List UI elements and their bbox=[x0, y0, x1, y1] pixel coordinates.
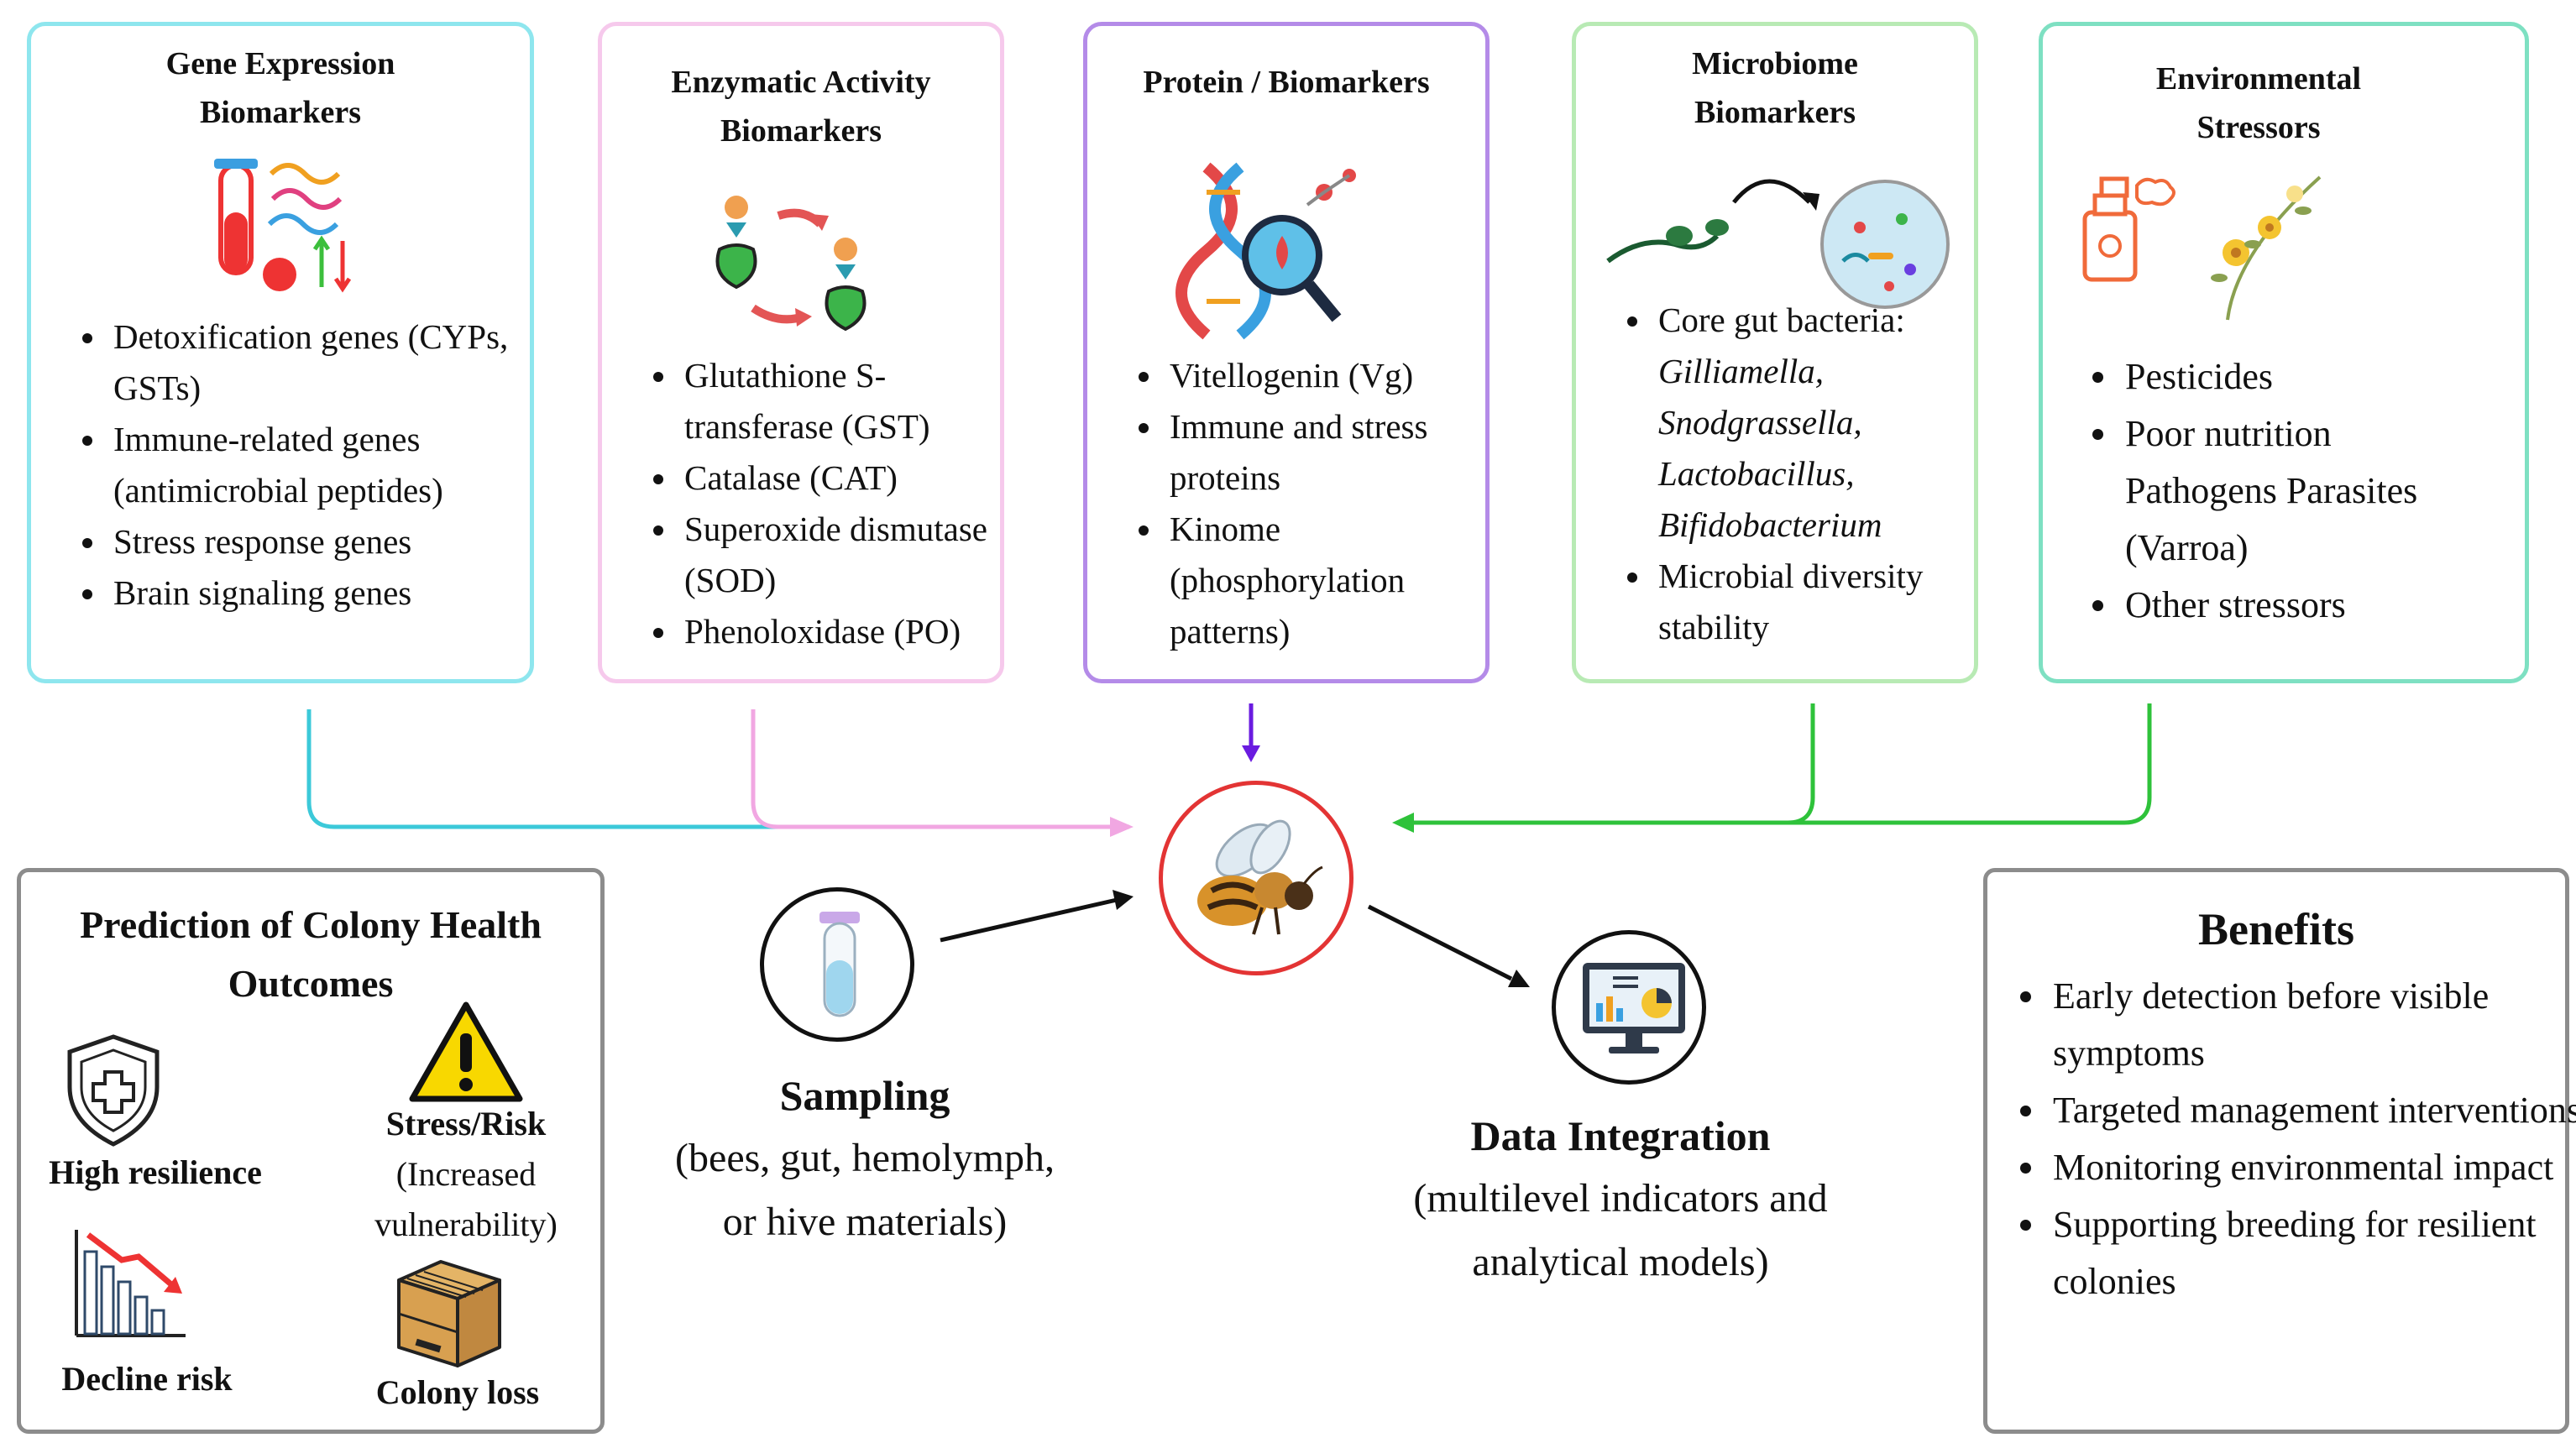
list-item: Pesticides bbox=[2120, 348, 2557, 405]
gene-list: Detoxification genes (CYPs, GSTs) Immune… bbox=[65, 311, 545, 619]
list-item: Catalase (CAT) bbox=[679, 452, 1032, 504]
flower-icon bbox=[2211, 175, 2322, 321]
list-item: Brain signaling genes bbox=[108, 567, 545, 619]
gene-connector bbox=[306, 709, 781, 829]
environment-connector bbox=[1411, 703, 2152, 825]
environment-title-line1: Environmental bbox=[2155, 61, 2362, 97]
integration-desc-line1: (multilevel indicators and bbox=[1413, 1176, 1828, 1221]
environment-box-title: Environmental Stressors bbox=[1992, 55, 2525, 152]
microbiome-box-title: Microbiome Biomarkers bbox=[1576, 39, 1974, 137]
protein-list: Vitellogenin (Vg) Immune and stress prot… bbox=[1121, 350, 1517, 657]
enzymatic-activity-box: Enzymatic Activity Biomarkers Glutathion… bbox=[598, 22, 1004, 683]
test-tube-icon bbox=[214, 159, 352, 293]
list-item-text: Pathogens Parasites bbox=[2125, 470, 2418, 511]
list-item: Early detection before visible symptoms bbox=[2048, 968, 2576, 1082]
integration-desc-line2: analytical models) bbox=[1472, 1240, 1769, 1284]
bee-icon bbox=[1197, 819, 1323, 935]
microbiome-title-line2: Biomarkers bbox=[1694, 95, 1856, 130]
list-item: Other stressors bbox=[2120, 577, 2557, 634]
list-item: Immune and stress proteins bbox=[1165, 401, 1517, 504]
list-item: Vitellogenin (Vg) bbox=[1165, 350, 1517, 401]
decline-chart-icon bbox=[75, 1230, 186, 1337]
list-item-text: Poor nutrition bbox=[2125, 413, 2332, 454]
sample-tube-icon bbox=[819, 912, 860, 1017]
pesticide-spray-icon bbox=[2082, 176, 2175, 282]
list-item: Poor nutrition Pathogens Parasites (Varr… bbox=[2120, 405, 2557, 577]
center-bee-circle bbox=[1159, 781, 1353, 975]
integration-arrow bbox=[1367, 904, 1513, 981]
stress-risk-sub2: vulnerability) bbox=[374, 1205, 558, 1243]
sampling-desc-line2: or hive materials) bbox=[722, 1200, 1008, 1244]
microbiome-biomarkers-box: Microbiome Biomarkers Core gut bacteria:… bbox=[1572, 22, 1978, 683]
list-item: Targeted management interventions bbox=[2048, 1082, 2576, 1139]
gene-title-line2: Biomarkers bbox=[199, 95, 362, 130]
sampling-desc-line1: (bees, gut, hemolymph, bbox=[675, 1136, 1055, 1180]
high-resilience-label: High resilience bbox=[49, 1153, 262, 1191]
benefits-box: Benefits Early detection before visible … bbox=[1983, 868, 2576, 1434]
list-item: Superoxide dismutase (SOD) bbox=[679, 504, 1032, 606]
bacteria-name: Snodgrassella, bbox=[1658, 403, 1862, 442]
prediction-title-line1: Prediction of Colony Health bbox=[80, 903, 542, 946]
decline-risk-label: Decline risk bbox=[61, 1360, 233, 1398]
bacteria-name: Gilliamella, bbox=[1658, 352, 1825, 390]
monitor-chart-icon bbox=[1583, 963, 1685, 1053]
environmental-stressors-box: Environmental Stressors Pesticides Poor … bbox=[2039, 22, 2529, 683]
list-item: Glutathione S-transferase (GST) bbox=[679, 350, 1032, 452]
list-item: Monitoring environmental impact bbox=[2048, 1139, 2576, 1196]
benefits-list: Early detection before visible symptoms … bbox=[2004, 968, 2576, 1310]
list-item: Kinome (phosphorylation patterns) bbox=[1165, 504, 1517, 657]
enzyme-list: Glutathione S-transferase (GST) Catalase… bbox=[636, 350, 1032, 657]
sampling-tube-circle bbox=[760, 887, 914, 1042]
dna-magnifier-icon bbox=[1175, 162, 1356, 340]
microbiome-connector bbox=[1427, 703, 1815, 825]
prediction-box: Prediction of Colony Health Outcomes Hig… bbox=[17, 868, 605, 1434]
enzyme-title-line1: Enzymatic Activity bbox=[671, 65, 931, 100]
prediction-title-line2: Outcomes bbox=[228, 962, 394, 1005]
shield-cross-icon bbox=[67, 1034, 160, 1147]
microbiome-title-line1: Microbiome bbox=[1692, 46, 1858, 81]
environment-list: Pesticides Poor nutrition Pathogens Para… bbox=[2076, 348, 2557, 634]
list-item: Phenoloxidase (PO) bbox=[679, 606, 1032, 657]
integration-monitor-circle bbox=[1552, 930, 1706, 1085]
enzyme-cycle-icon bbox=[715, 196, 867, 332]
gene-expression-box: Gene Expression Biomarkers Detoxificatio… bbox=[27, 22, 534, 683]
list-item: Microbial diversity stability bbox=[1653, 551, 2006, 653]
core-bacteria-label: Core gut bacteria: bbox=[1658, 301, 1905, 339]
gene-title-line1: Gene Expression bbox=[165, 46, 395, 81]
gene-box-title: Gene Expression Biomarkers bbox=[31, 39, 530, 137]
protein-biomarkers-box: Protein / Biomarkers Vitellogenin (Vg) I… bbox=[1083, 22, 1490, 683]
hive-box-icon bbox=[397, 1260, 501, 1367]
enzyme-connector bbox=[751, 709, 1130, 831]
benefits-title: Benefits bbox=[2198, 904, 2354, 954]
bacteria-name: Lactobacillus, bbox=[1658, 454, 1855, 493]
list-item: Immune-related genes (antimicrobial pept… bbox=[108, 414, 545, 516]
stress-risk-label: Stress/Risk (Increased vulnerability) bbox=[323, 1099, 609, 1250]
list-item: Detoxification genes (CYPs, GSTs) bbox=[108, 311, 545, 414]
prediction-title: Prediction of Colony Health Outcomes bbox=[21, 896, 600, 1013]
sampling-arrow bbox=[940, 897, 1118, 943]
sampling-title: Sampling bbox=[779, 1072, 950, 1119]
list-item-text: (Varroa) bbox=[2125, 527, 2249, 568]
sampling-label: Sampling (bees, gut, hemolymph, or hive … bbox=[613, 1064, 1117, 1254]
enzyme-box-title: Enzymatic Activity Biomarkers bbox=[602, 58, 1000, 155]
environment-title-line2: Stressors bbox=[2196, 110, 2321, 145]
integration-label: Data Integration (multilevel indicators … bbox=[1360, 1105, 1881, 1294]
stress-risk-title: Stress/Risk bbox=[385, 1105, 547, 1142]
microbiome-list: Core gut bacteria: Gilliamella, Snodgras… bbox=[1610, 295, 2006, 653]
warning-triangle-icon bbox=[409, 1001, 523, 1102]
colony-loss-label: Colony loss bbox=[375, 1373, 540, 1411]
enzyme-title-line2: Biomarkers bbox=[720, 113, 882, 149]
list-item: Supporting breeding for resilient coloni… bbox=[2048, 1196, 2576, 1310]
stress-risk-sub1: (Increased bbox=[395, 1155, 537, 1193]
bacteria-name: Bifidobacterium bbox=[1658, 505, 1882, 544]
bacteria-icon bbox=[1606, 179, 1950, 309]
integration-title: Data Integration bbox=[1470, 1112, 1771, 1159]
list-item: Stress response genes bbox=[108, 516, 545, 567]
list-item: Core gut bacteria: Gilliamella, Snodgras… bbox=[1653, 295, 2006, 551]
protein-box-title: Protein / Biomarkers bbox=[1143, 65, 1430, 100]
